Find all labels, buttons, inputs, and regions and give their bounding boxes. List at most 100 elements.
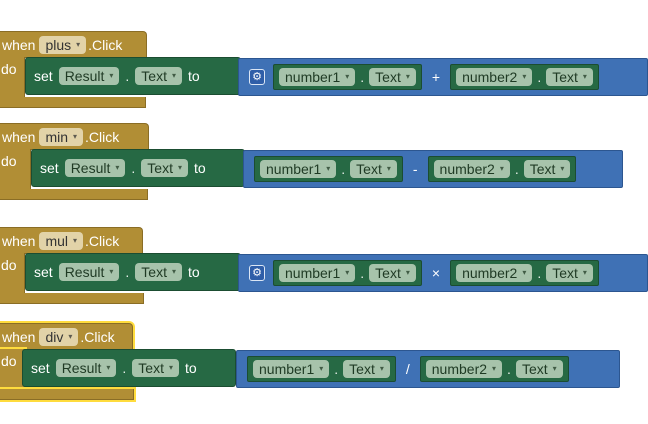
component-name: number2 xyxy=(462,265,518,281)
target-name: Result xyxy=(70,160,111,176)
property-dropdown[interactable]: Text ▾ xyxy=(546,264,593,282)
component-dropdown[interactable]: mul ▾ xyxy=(39,231,84,250)
property-dropdown[interactable]: Text▾ xyxy=(515,360,563,378)
dot-separator: . xyxy=(360,265,365,281)
number2-text-getter[interactable]: number2▾ . Text▾ xyxy=(450,64,599,90)
when-label: when xyxy=(2,36,36,53)
component-dropdown[interactable]: min ▾ xyxy=(39,127,84,146)
number1-text-getter[interactable]: number1 ▾ . Text▾ xyxy=(247,356,396,382)
property-dropdown[interactable]: Text▾ xyxy=(546,68,593,86)
mutator-gear-icon[interactable]: ⚙ xyxy=(249,265,265,281)
target-dropdown[interactable]: Result▾ xyxy=(58,67,120,85)
component-dropdown[interactable]: number1 ▾ xyxy=(260,160,337,178)
property-name: Text xyxy=(349,361,375,377)
dot-separator: . xyxy=(125,68,130,84)
component-name: plus xyxy=(45,36,72,53)
dropdown-arrow-icon: ▾ xyxy=(76,39,81,49)
do-label: do xyxy=(1,353,17,369)
property-dropdown[interactable]: Text▾ xyxy=(135,263,182,281)
operator-symbol: / xyxy=(405,361,410,377)
number2-text-getter[interactable]: number2▾ . Text▾ xyxy=(419,356,569,382)
dropdown-arrow-icon: ▾ xyxy=(73,235,78,245)
event-header[interactable]: when min▾ .Click xyxy=(0,123,149,150)
dot-separator: . xyxy=(125,264,130,280)
do-label: do xyxy=(1,61,17,77)
event-header[interactable]: when div▾ .Click xyxy=(0,323,133,350)
to-label: to xyxy=(187,68,200,84)
dropdown-arrow-icon: ▾ xyxy=(386,164,391,173)
property-dropdown[interactable]: Text▾ xyxy=(369,68,416,86)
dropdown-arrow-icon: ▾ xyxy=(326,164,331,173)
property-name: Text xyxy=(552,265,578,281)
component-dropdown[interactable]: number1▾ xyxy=(279,264,356,282)
dot-separator: . xyxy=(360,69,365,85)
property-dropdown[interactable]: Text▾ xyxy=(369,264,416,282)
property-dropdown[interactable]: Text▾ xyxy=(523,160,571,178)
number2-text-getter[interactable]: number2▾ . Text▾ xyxy=(450,260,599,286)
property-name: Text xyxy=(138,360,164,376)
dot-separator: . xyxy=(537,69,542,85)
component-name: mul xyxy=(45,232,69,249)
operator-symbol: + xyxy=(431,69,441,85)
set-property-block[interactable]: set Result▾ . Text▾ to xyxy=(25,57,241,95)
target-dropdown[interactable]: Result▾ xyxy=(64,159,126,177)
component-dropdown[interactable]: number2▾ xyxy=(456,68,533,86)
multiplication-block[interactable]: ⚙ number1▾ . Text▾ × number2 ▾ . Text ▾ xyxy=(238,254,648,292)
dropdown-arrow-icon: ▾ xyxy=(522,268,527,277)
component-name: number1 xyxy=(285,69,341,85)
property-name: Text xyxy=(375,265,401,281)
component-name: min xyxy=(45,128,69,145)
dropdown-arrow-icon: ▾ xyxy=(109,71,114,80)
component-dropdown[interactable]: number2▾ xyxy=(425,360,503,378)
event-body: do xyxy=(0,149,31,189)
property-name: Text xyxy=(552,69,578,85)
operator-symbol: × xyxy=(431,265,441,281)
property-dropdown[interactable]: Text▾ xyxy=(132,359,179,377)
subtraction-block[interactable]: number1▾ . Text▾ - number2▾ . Text▾ xyxy=(243,150,623,188)
dropdown-arrow-icon: ▾ xyxy=(499,164,504,173)
component-name: number2 xyxy=(431,361,488,377)
set-property-block[interactable]: set Result▾ . Text▾ to xyxy=(25,253,241,291)
mutator-gear-icon[interactable]: ⚙ xyxy=(249,69,265,85)
number1-text-getter[interactable]: number1▾ . Text▾ xyxy=(254,156,403,182)
property-dropdown[interactable]: Text▾ xyxy=(141,159,188,177)
event-name: .Click xyxy=(85,128,120,145)
component-dropdown[interactable]: div▾ xyxy=(39,327,79,346)
number1-text-getter[interactable]: number1▾ . Text▾ xyxy=(273,64,422,90)
addition-block[interactable]: ⚙ number1▾ . Text▾ + number2▾ . Text▾ xyxy=(238,58,648,96)
dropdown-arrow-icon: ▾ xyxy=(171,71,176,80)
component-dropdown[interactable]: number2▾ xyxy=(433,160,510,178)
dropdown-arrow-icon: ▾ xyxy=(319,364,324,373)
component-dropdown[interactable]: number1▾ xyxy=(279,68,356,86)
target-dropdown[interactable]: Result▾ xyxy=(55,359,117,377)
property-dropdown[interactable]: Text▾ xyxy=(343,360,390,378)
set-property-block[interactable]: set Result▾ . Text▾ to xyxy=(22,349,236,387)
component-name: number1 xyxy=(266,161,322,177)
event-name: .Click xyxy=(80,328,115,345)
to-label: to xyxy=(184,360,197,376)
component-name: number1 xyxy=(259,361,315,377)
target-name: Result xyxy=(64,264,105,280)
dropdown-arrow-icon: ▾ xyxy=(73,131,78,141)
property-dropdown[interactable]: Text▾ xyxy=(350,160,397,178)
event-body: do xyxy=(0,349,25,389)
component-dropdown[interactable]: number1 ▾ xyxy=(253,360,330,378)
event-footer xyxy=(0,389,134,400)
number1-text-getter[interactable]: number1▾ . Text▾ xyxy=(273,260,422,286)
set-property-block[interactable]: set Result▾ . Text▾ to xyxy=(31,149,245,187)
dot-separator: . xyxy=(334,361,339,377)
dropdown-arrow-icon: ▾ xyxy=(522,72,527,81)
event-header[interactable]: when plus▾ .Click xyxy=(0,31,147,58)
component-dropdown[interactable]: plus ▾ xyxy=(39,35,87,54)
number2-text-getter[interactable]: number2▾ . Text▾ xyxy=(427,156,577,182)
property-dropdown[interactable]: Text▾ xyxy=(135,67,182,85)
event-footer xyxy=(0,189,148,200)
division-block[interactable]: number1▾ . Text▾ / number2▾ . Text▾ xyxy=(236,350,620,388)
dropdown-arrow-icon: ▾ xyxy=(582,268,587,277)
property-name: Text xyxy=(375,69,401,85)
target-dropdown[interactable]: Result▾ xyxy=(58,263,120,281)
component-dropdown[interactable]: number2 ▾ xyxy=(456,264,533,282)
dropdown-arrow-icon: ▾ xyxy=(552,364,557,373)
event-header[interactable]: when mul▾ .Click xyxy=(0,227,143,254)
event-name: .Click xyxy=(85,232,120,249)
